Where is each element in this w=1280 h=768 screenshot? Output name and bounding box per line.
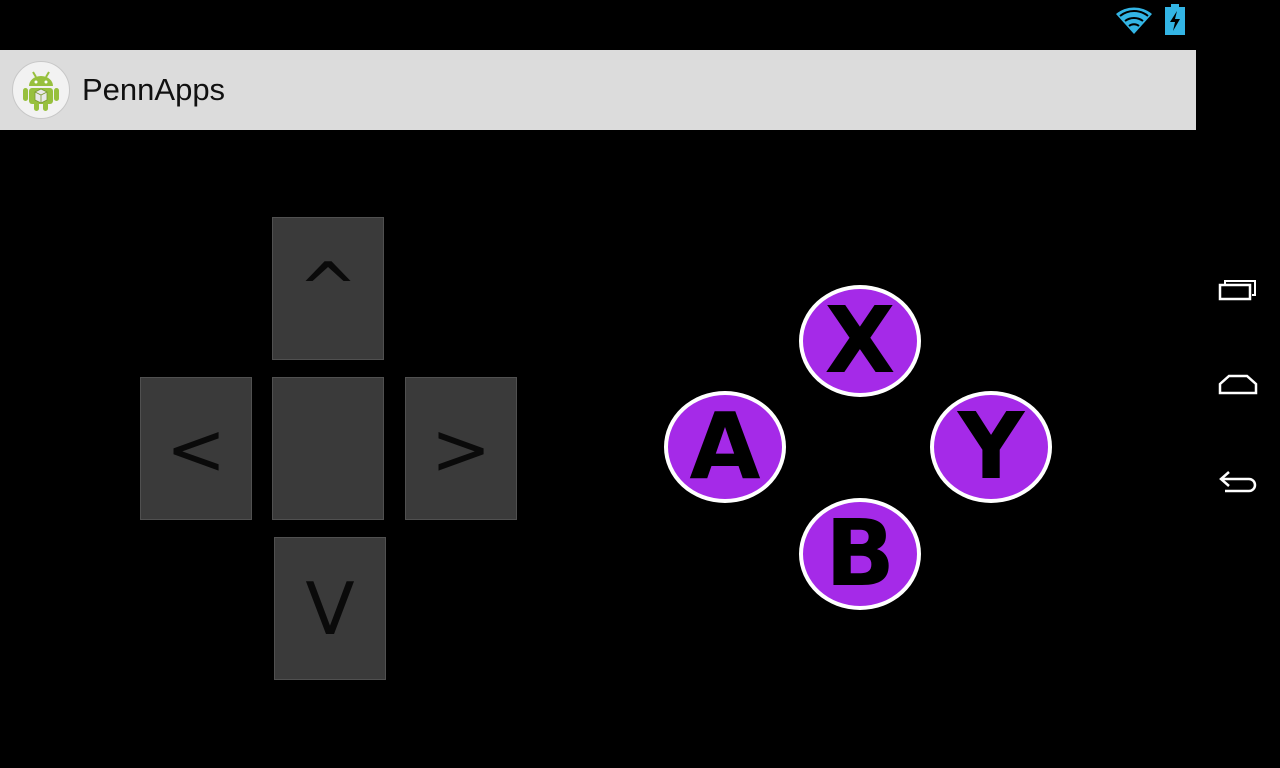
back-icon[interactable] [1212,461,1264,501]
dpad-center-button[interactable] [272,377,384,520]
android-robot-icon[interactable] [12,61,70,119]
y-button[interactable]: Y [930,391,1052,503]
home-icon[interactable] [1212,365,1264,405]
dpad-down-button[interactable]: V [274,537,386,680]
x-button[interactable]: X [799,285,921,397]
dpad-left-button[interactable]: < [140,377,252,520]
app-title: PennApps [82,72,226,107]
dpad-right-button[interactable]: > [405,377,517,520]
action-bar: PennApps [0,50,1196,130]
wifi-icon [1114,4,1154,41]
a-button[interactable]: A [664,391,786,503]
dpad-up-button[interactable]: ^ [272,217,384,360]
b-button[interactable]: B [799,498,921,610]
navigation-bar [1196,0,1280,768]
battery-charging-icon [1164,4,1186,41]
status-bar [0,0,1196,50]
status-icons [1114,4,1186,41]
recent-apps-icon[interactable] [1212,270,1264,310]
